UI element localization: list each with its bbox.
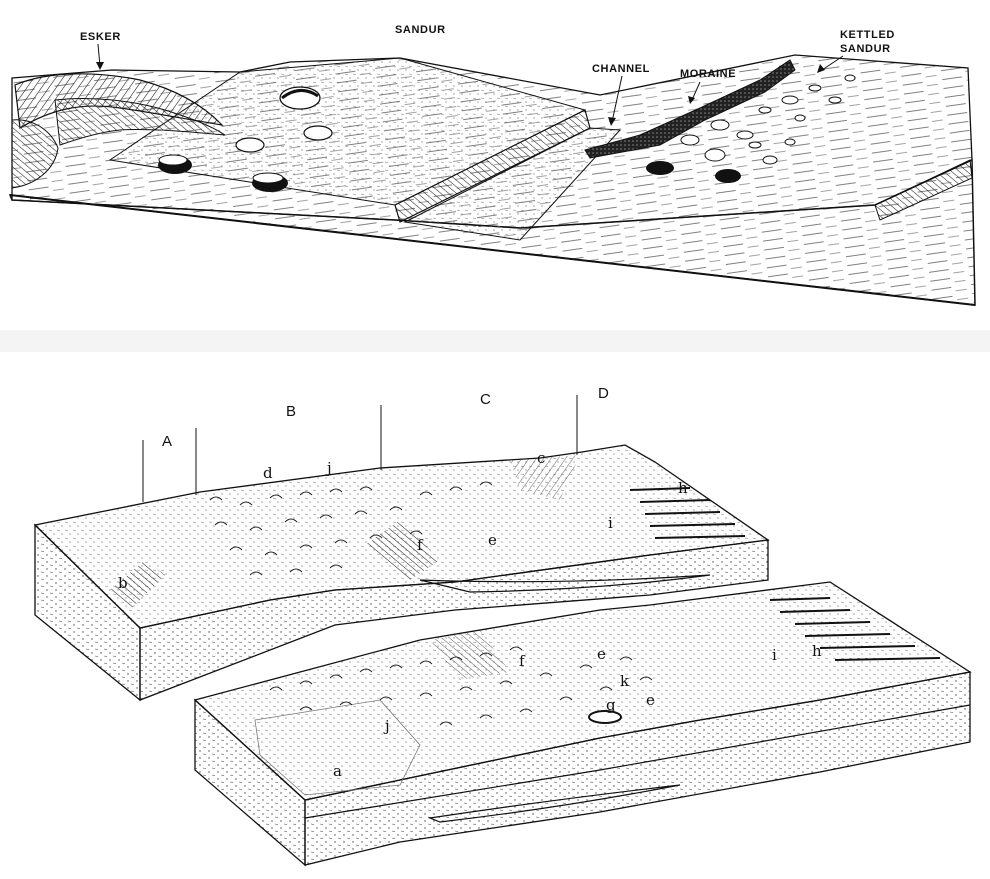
zone-a: A [162, 433, 172, 450]
upper-letter-j: j [325, 459, 332, 477]
zone-b: B [286, 403, 296, 420]
channel-floor [403, 127, 622, 241]
label-moraine: MORAINE [680, 68, 736, 80]
upper-ridge-hatch [510, 455, 580, 500]
upper-outwash-streaks [629, 487, 746, 539]
label-kettled-sandur: SANDUR [840, 43, 891, 55]
upper-hummocks [209, 481, 493, 576]
lower-block-side [304, 671, 971, 866]
label-channel: CHANNEL [592, 63, 650, 75]
upper-letter-c: c [537, 449, 545, 467]
zoned-block-diagram: A B C D d j [33, 385, 972, 867]
lower-outwash-streaks [769, 597, 941, 661]
lower-letter-a: a [333, 762, 342, 780]
lower-esker-g [588, 710, 622, 724]
lower-letter-h: h [812, 642, 822, 660]
label-kettled: KETTLED [840, 29, 895, 41]
sandur-block-diagram: ESKER SANDUR CHANNEL MORAINE KETTLED SAN… [8, 24, 976, 306]
moraine-ridge [584, 59, 796, 159]
separator-band [0, 330, 990, 352]
upper-letter-f: f [417, 536, 424, 554]
lower-fan-hatch [430, 630, 510, 680]
lower-letter-e-top: e [597, 645, 606, 663]
label-sandur: SANDUR [395, 24, 446, 36]
lower-hummocks [269, 646, 653, 726]
upper-letter-d: d [263, 464, 273, 482]
right-edge-slab [874, 159, 973, 221]
upper-letter-i: i [608, 514, 613, 532]
lower-letter-j: j [383, 717, 390, 735]
label-esker: ESKER [80, 31, 121, 43]
kettle-holes [158, 74, 856, 192]
upper-fan-hatch [365, 520, 440, 580]
lower-letter-i: i [772, 646, 777, 664]
lower-letter-f: f [519, 652, 526, 670]
lower-letter-e-bottom: e [646, 691, 655, 709]
lower-letter-k: k [620, 672, 630, 690]
upper-letter-e: e [488, 531, 497, 549]
upper-letter-h: h [678, 479, 688, 497]
zone-d: D [598, 385, 609, 402]
upper-b-slope [110, 560, 165, 610]
zone-c: C [480, 391, 491, 408]
upper-letter-b: b [118, 574, 128, 592]
lower-letter-g: g [606, 696, 616, 714]
esker-left-mound [11, 119, 59, 189]
